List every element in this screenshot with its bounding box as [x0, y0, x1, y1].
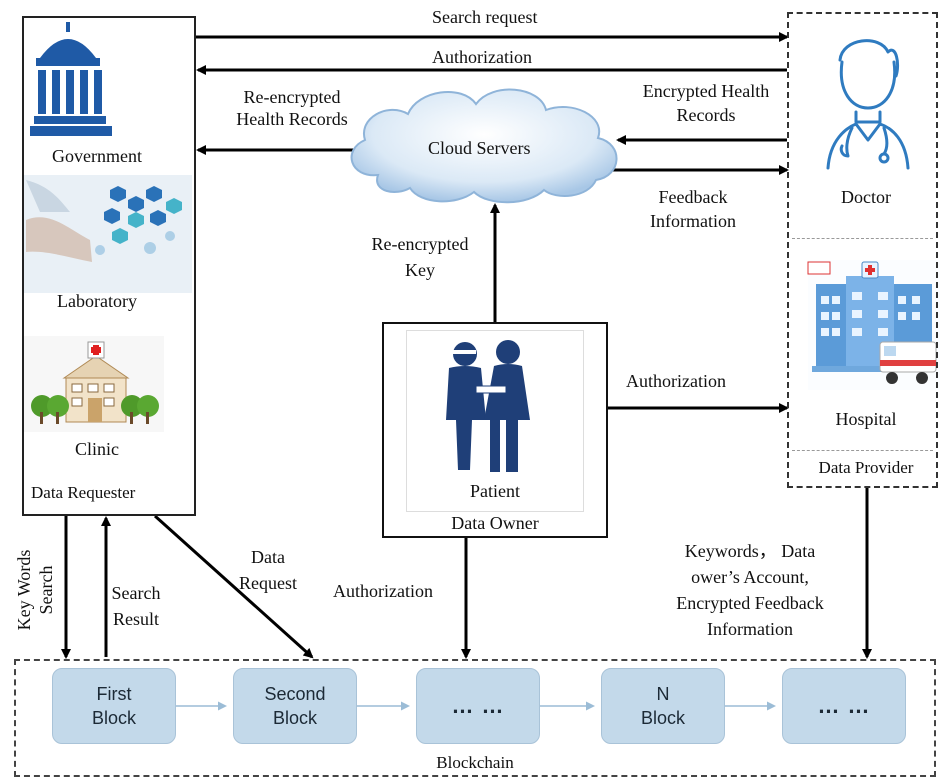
patient-frame [406, 330, 584, 512]
search-result-label-1: Search [111, 583, 161, 603]
doctor-label: Doctor [841, 187, 891, 207]
reencrypted-records-label-2: Health Records [236, 109, 348, 129]
data-provider-box [787, 12, 938, 488]
key-words-search-label: Key Words Search [14, 549, 56, 631]
block-ellipsis-1: … … [416, 668, 540, 744]
clinic-label: Clinic [75, 439, 119, 459]
encrypted-records-label-2: Records [676, 105, 736, 125]
data-requester-caption: Data Requester [31, 483, 136, 502]
blockchain-label: Blockchain [436, 753, 514, 772]
patient-label: Patient [470, 481, 520, 501]
block-n: N Block [601, 668, 725, 744]
encrypted-records-label-1: Encrypted Health [642, 81, 770, 101]
search-request-label: Search request [432, 7, 538, 27]
keywords-info-label-1: Keywords， Data [684, 541, 816, 561]
feedback-info-label-1: Feedback [658, 187, 728, 207]
provider-divider-2 [792, 450, 933, 451]
block-ellipsis-2: … … [782, 668, 906, 744]
data-request-arrow [153, 514, 314, 659]
blockchain-box [14, 659, 936, 777]
cloud-servers-label: Cloud Servers [428, 138, 531, 158]
data-requester-box [22, 16, 196, 516]
authorization-top-label: Authorization [432, 47, 532, 67]
data-owner-box [382, 322, 608, 538]
hospital-label: Hospital [835, 409, 897, 429]
keywords-info-label-4: Information [707, 619, 793, 639]
block-first: First Block [52, 668, 176, 744]
government-label: Government [52, 146, 142, 166]
data-request-label-2: Request [239, 573, 297, 593]
authorization-right-label: Authorization [626, 371, 726, 391]
search-result-label-2: Result [112, 609, 159, 629]
reencrypted-key-label-1: Re-encrypted [371, 234, 469, 254]
feedback-info-label-2: Information [650, 211, 736, 231]
keywords-info-label-3: Encrypted Feedback [676, 593, 824, 613]
provider-divider-1 [792, 238, 933, 239]
data-owner-caption: Data Owner [451, 513, 539, 533]
cloud-icon [350, 88, 618, 204]
laboratory-label: Laboratory [57, 291, 137, 311]
keywords-info-label-2: ower’s Account, [691, 567, 809, 587]
block-second: Second Block [233, 668, 357, 744]
authorization-bottom-label: Authorization [333, 581, 433, 601]
reencrypted-records-label-1: Re-encrypted [243, 87, 341, 107]
reencrypted-key-label-2: Key [405, 260, 435, 280]
data-provider-caption: Data Provider [818, 458, 914, 477]
data-request-label-1: Data [251, 547, 285, 567]
